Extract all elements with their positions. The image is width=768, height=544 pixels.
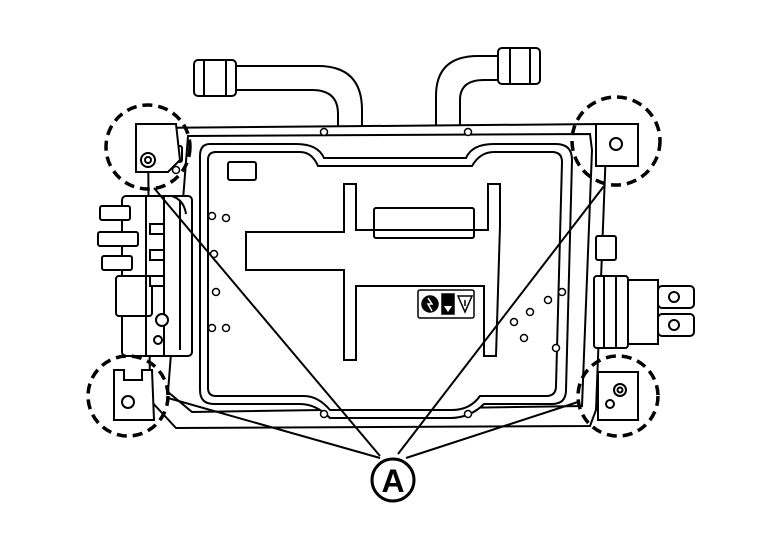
- mounting-bracket-bottom-left: [113, 369, 156, 421]
- coolant-pipe-left: [193, 59, 363, 128]
- warning-label: [417, 289, 475, 319]
- coolant-pipe-right: [435, 47, 541, 128]
- highlight-circle-bottom-right: [576, 354, 660, 438]
- highlight-circle-bottom-left: [86, 354, 170, 438]
- warning-electrical-icon: [421, 295, 439, 313]
- left-connector-block: [97, 195, 193, 357]
- callout-circle: [370, 457, 416, 503]
- callout-label: A: [381, 463, 404, 499]
- callout-a: A: [370, 457, 416, 503]
- housing-screws: [171, 127, 473, 419]
- mounting-bracket-bottom-right: [597, 371, 639, 421]
- warning-hot-icon: [456, 295, 474, 314]
- highlight-circles: [86, 95, 662, 438]
- right-connector-block: [593, 235, 695, 349]
- highlight-circle-top-left: [104, 103, 192, 191]
- mounting-bracket-top-left: [135, 123, 182, 173]
- warning-hand-icon: [441, 293, 455, 315]
- leader-lines: [153, 185, 605, 459]
- mounting-bracket-top-right: [595, 123, 639, 167]
- highlight-circle-top-right: [570, 95, 662, 187]
- inverter-housing: [146, 122, 608, 430]
